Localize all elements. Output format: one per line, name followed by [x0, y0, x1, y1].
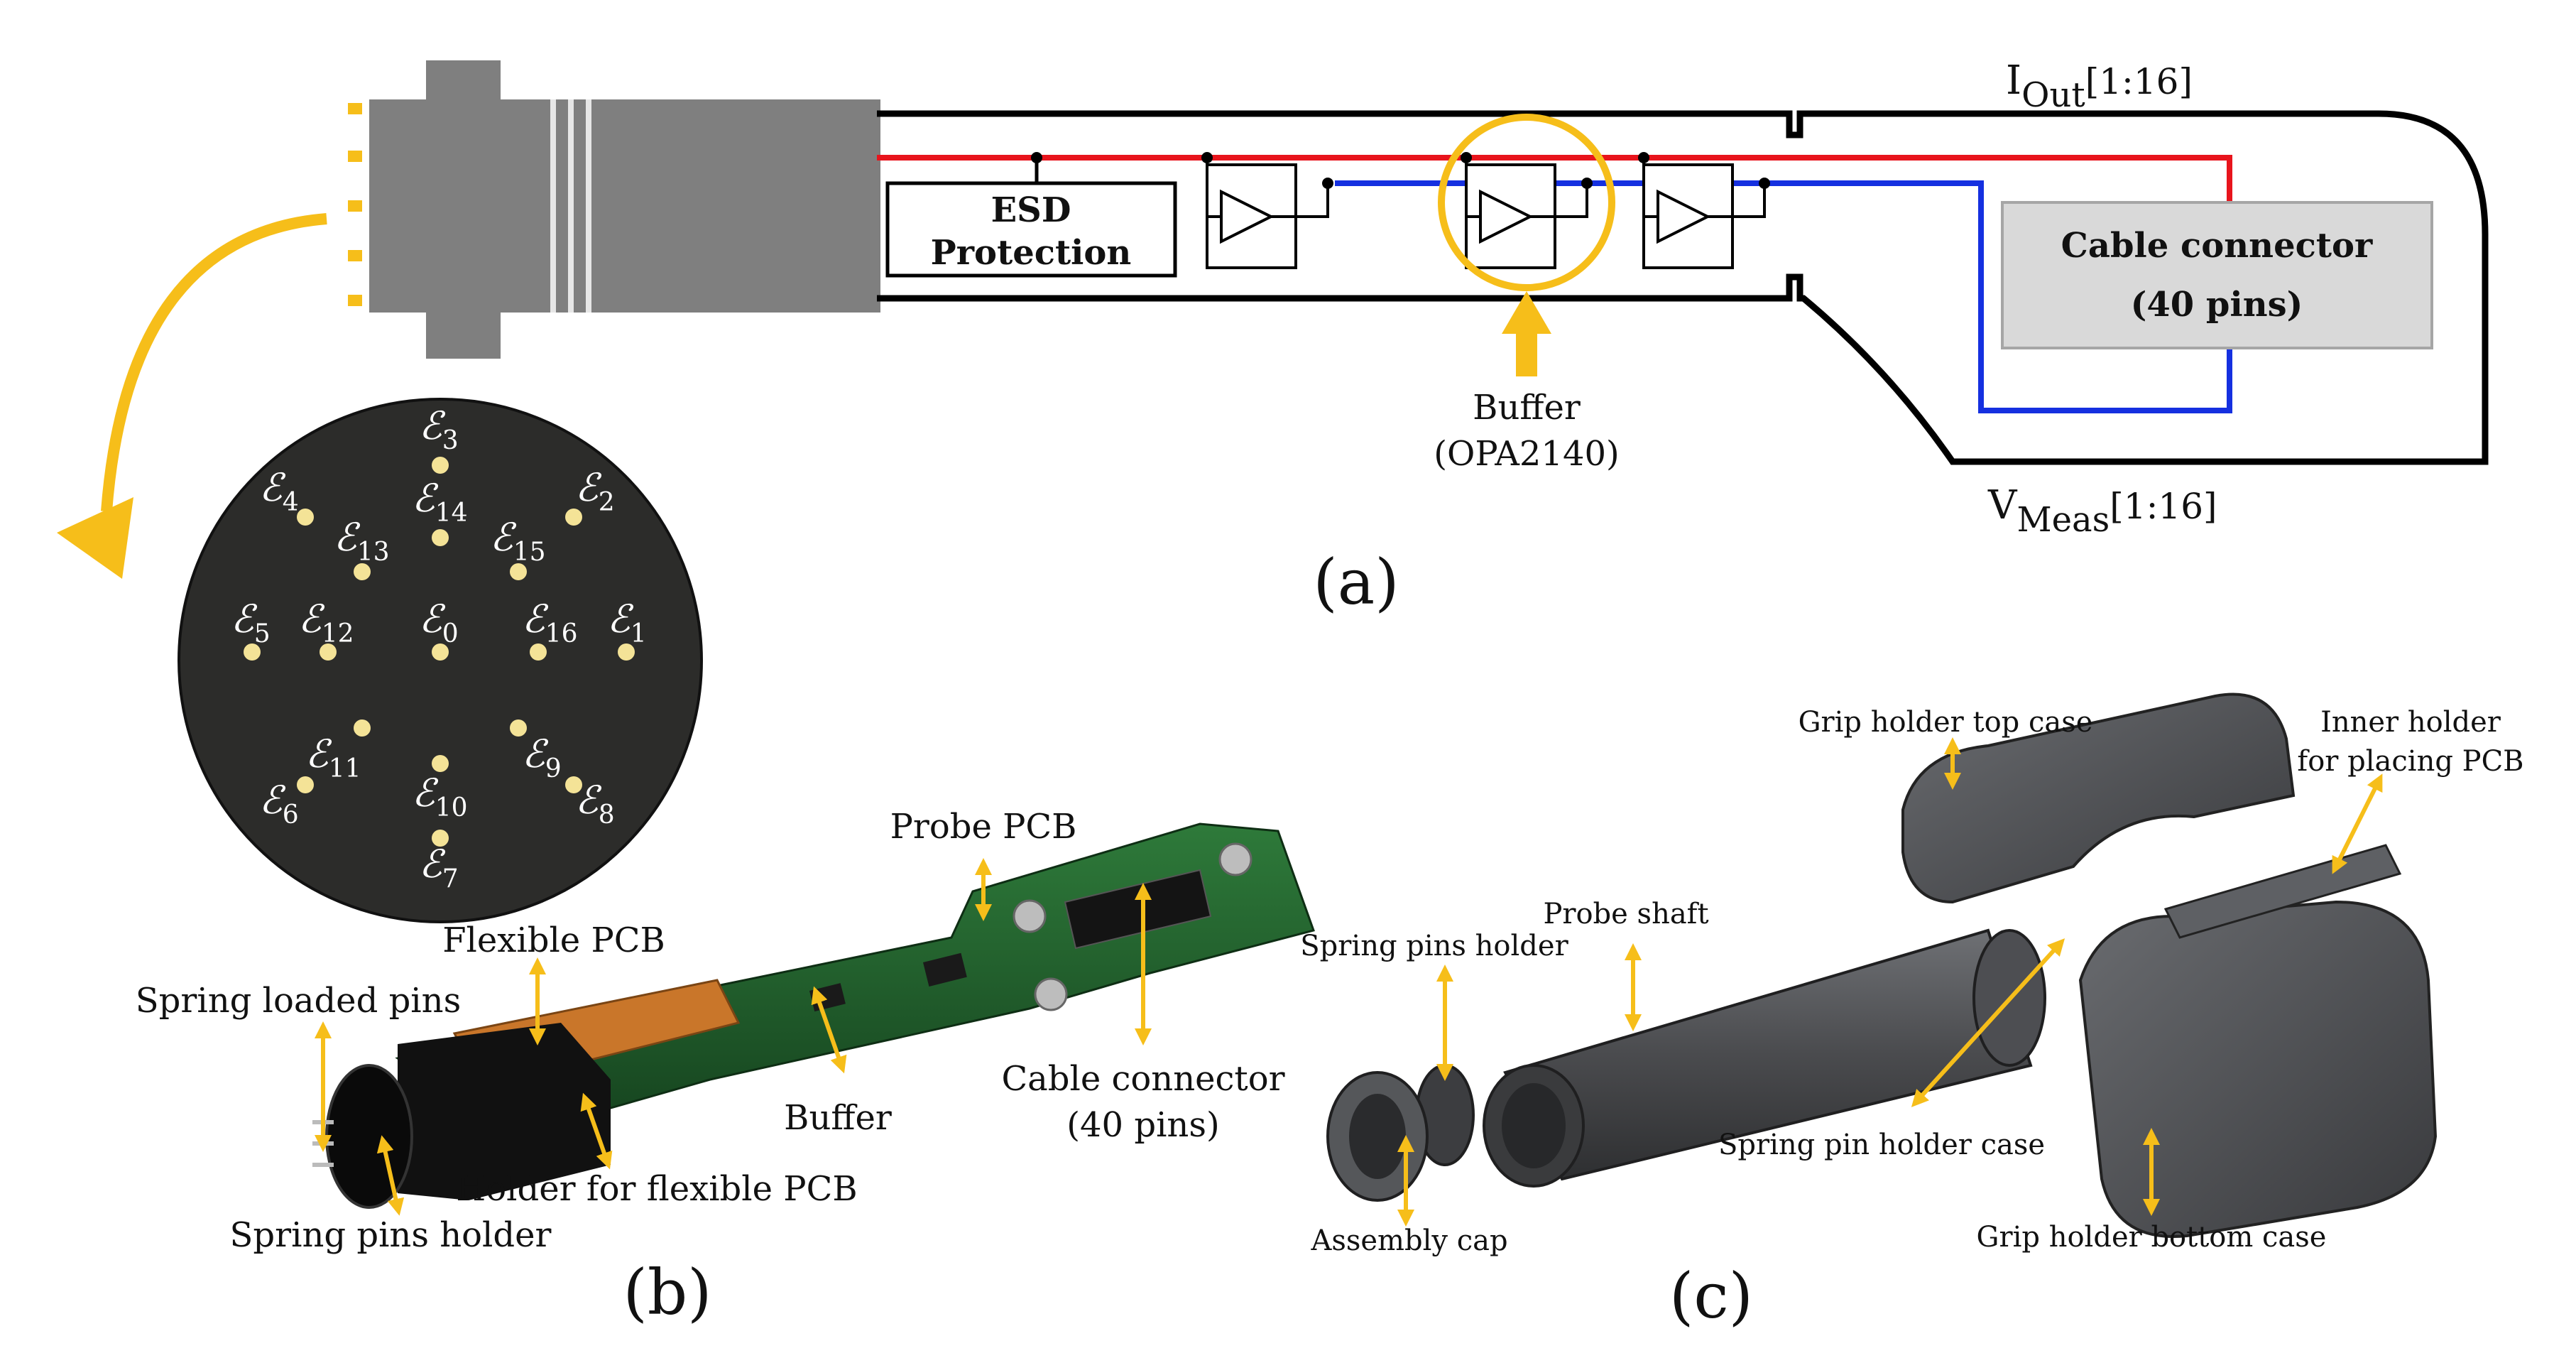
label-buffer: Buffer	[784, 1098, 892, 1138]
electrode-dot-2	[565, 509, 582, 526]
head-zoom-arrowhead	[57, 497, 133, 579]
iout-line	[877, 155, 2232, 206]
buffer-label-line2: (OPA2140)	[1434, 434, 1620, 474]
electrode-dot-14	[432, 529, 449, 546]
electrode-dot-5	[244, 643, 261, 661]
label-grip-top-case: Grip holder top case	[1799, 706, 2093, 739]
buffer-chip	[923, 952, 967, 987]
electrode-dot-11	[354, 719, 371, 737]
electrode-dot-13	[354, 563, 371, 580]
label-probe-pcb: Probe PCB	[890, 807, 1077, 847]
electrode-dot-10	[432, 755, 449, 772]
spring-pins-holder	[325, 1064, 413, 1209]
esd-label-line1: ESD	[991, 190, 1071, 230]
probe-outline	[877, 110, 2489, 465]
buffer-label-line1: Buffer	[1473, 388, 1581, 428]
panel-c: Grip holder top case Inner holder for pl…	[1300, 692, 2524, 1332]
electrode-label-14: ℰ14	[412, 476, 468, 528]
electrode-dot-6	[297, 776, 314, 793]
electrode-label-5: ℰ5	[231, 597, 271, 648]
electrode-label-1: ℰ1	[607, 597, 647, 648]
label-holder-flexible-pcb: Holder for flexible PCB	[456, 1169, 857, 1209]
iout-label: IOut[1:16]	[2006, 58, 2193, 115]
electrode-dot-12	[320, 643, 337, 661]
label-cable-connector-1: Cable connector	[1001, 1059, 1284, 1099]
vmeas-label: VMeas[1:16]	[1987, 482, 2217, 540]
cable-connector-block: Cable connector (40 pins)	[2001, 201, 2433, 349]
screw	[1218, 842, 1252, 876]
buffer-amp-2	[1438, 114, 1615, 376]
electrode-label-3: ℰ3	[419, 403, 459, 455]
label-assembly-cap: Assembly cap	[1310, 1224, 1507, 1257]
grip-bottom-case	[2078, 900, 2438, 1238]
electrode-label-8: ℰ8	[575, 778, 615, 830]
label-spring-pin-holder-case: Spring pin holder case	[1718, 1129, 2045, 1161]
label-inner-holder-1: Inner holder	[2320, 706, 2501, 739]
cable-connector-line1: Cable connector	[2061, 226, 2373, 266]
electrode-dot-4	[297, 509, 314, 526]
flexible-pcb-holder	[398, 1023, 611, 1200]
probe-body	[348, 60, 880, 359]
electrode-dot-7	[432, 830, 449, 847]
electrode-label-0: ℰ0	[419, 597, 459, 648]
electrode-dot-0	[432, 643, 449, 661]
label-spring-pins-holder-c: Spring pins holder	[1300, 930, 1568, 962]
label-flexible-pcb: Flexible PCB	[442, 920, 665, 960]
electrode-label-10: ℰ10	[412, 771, 468, 822]
panel-b-caption: (b)	[623, 1256, 712, 1329]
electrode-label-4: ℰ4	[259, 465, 299, 517]
electrode-dot-1	[618, 643, 635, 661]
electrode-dot-16	[530, 643, 547, 661]
buffer-amp-1	[1201, 152, 1333, 269]
label-spring-loaded-pins: Spring loaded pins	[136, 981, 461, 1021]
label-cable-connector-2: (40 pins)	[1066, 1105, 1219, 1145]
panel-a-caption: (a)	[1313, 545, 1399, 619]
buffer-arrow-up	[1502, 291, 1551, 376]
electrode-label-16: ℰ16	[522, 597, 578, 648]
panel-a: ESD Protection	[348, 58, 2489, 619]
label-spring-pins-holder: Spring pins holder	[230, 1215, 552, 1255]
electrode-dot-9	[510, 719, 527, 737]
electrode-dot-8	[565, 776, 582, 793]
electrode-label-7: ℰ7	[419, 842, 459, 893]
screw	[1034, 977, 1068, 1011]
panel-b: Probe PCB Flexible PCB Spring loaded pin…	[136, 807, 1315, 1329]
electrode-label-11: ℰ11	[305, 732, 361, 783]
electrode-label-13: ℰ13	[334, 515, 390, 567]
buffer-highlight-circle	[1438, 114, 1615, 291]
electrode-dot-3	[432, 457, 449, 474]
electrode-label-15: ℰ15	[490, 515, 546, 567]
esd-protection-block: ESD Protection	[885, 152, 1177, 278]
electrode-label-6: ℰ6	[259, 778, 299, 830]
electrode-label-12: ℰ12	[298, 597, 354, 648]
panel-c-caption: (c)	[1669, 1259, 1753, 1332]
electrode-dot-15	[510, 563, 527, 580]
buffer-amp-3	[1638, 152, 1770, 269]
label-inner-holder-2: for placing PCB	[2297, 745, 2523, 778]
electrode-label-2: ℰ2	[575, 465, 615, 517]
head-zoom-arrow	[101, 213, 327, 512]
label-grip-bottom-case: Grip holder bottom case	[1977, 1221, 2327, 1254]
screw	[1013, 899, 1047, 933]
esd-label-line2: Protection	[931, 233, 1132, 273]
cable-connector-line2: (40 pins)	[2131, 285, 2303, 325]
electrode-label-9: ℰ9	[522, 732, 562, 783]
label-probe-shaft: Probe shaft	[1543, 898, 1708, 930]
